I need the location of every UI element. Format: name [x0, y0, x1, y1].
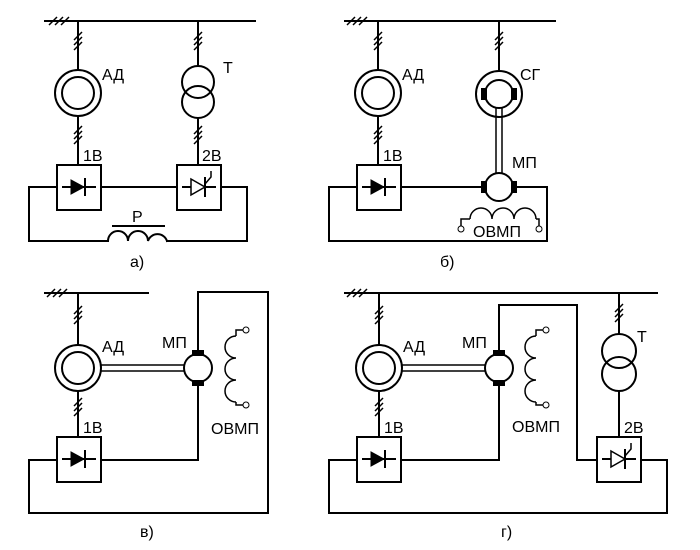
label-motor: АД: [102, 339, 124, 356]
label-rectifier-1v: 1В: [83, 420, 103, 437]
panel-b: АД СГ 1В МП ОВМП б): [328, 16, 556, 271]
field-winding-icon: [524, 326, 550, 409]
label-field-winding: ОВМП: [473, 224, 521, 241]
caption-g: г): [501, 524, 512, 541]
induction-motor-icon: [355, 344, 403, 392]
label-generator: СГ: [520, 67, 541, 84]
caption-a: а): [130, 254, 144, 271]
label-motor: АД: [402, 67, 424, 84]
label-converter-2v: 2В: [202, 148, 222, 165]
label-dc-machine: МП: [512, 155, 537, 172]
rectifier-1v-icon: [356, 436, 402, 483]
shaft: [495, 108, 503, 173]
field-winding-icon: [224, 326, 250, 409]
transformer-icon: [181, 65, 215, 119]
dc-machine-icon: [183, 349, 213, 387]
induction-motor-icon: [54, 344, 102, 392]
three-phase-mark: [48, 16, 70, 26]
three-phase-mark: [346, 16, 368, 26]
transformer-icon: [601, 333, 637, 392]
three-phase-mark: [346, 288, 368, 298]
thyristor-converter-2v-icon: [596, 436, 642, 483]
label-converter-2v: 2В: [624, 420, 644, 437]
label-dc-machine: МП: [462, 335, 487, 352]
induction-motor-icon: [54, 69, 102, 117]
panel-a: АД Т 1В 2В Р а): [28, 16, 256, 271]
label-rectifier-1v: 1В: [83, 148, 103, 165]
label-transformer: Т: [637, 329, 647, 346]
label-reactor: Р: [132, 209, 143, 226]
label-rectifier-1v: 1В: [383, 148, 403, 165]
label-motor: АД: [102, 67, 124, 84]
synchronous-generator-icon: [475, 70, 523, 118]
caption-b: б): [440, 254, 455, 271]
label-motor: АД: [403, 339, 425, 356]
thyristor-converter-2v-icon: [176, 164, 222, 211]
panel-g: АД МП Т 1В 2В ОВМП г): [328, 288, 668, 541]
label-rectifier-1v: 1В: [384, 420, 404, 437]
three-phase-mark: [46, 288, 68, 298]
label-field-winding: ОВМП: [211, 421, 259, 438]
induction-motor-icon: [354, 69, 402, 117]
label-transformer: Т: [223, 60, 233, 77]
shaft: [101, 364, 185, 372]
shaft: [402, 364, 486, 372]
dc-machine-icon: [480, 172, 518, 202]
rectifier-1v-icon: [356, 164, 402, 211]
rectifier-1v-icon: [56, 436, 102, 483]
rectifier-1v-icon: [56, 164, 102, 211]
label-dc-machine: МП: [162, 335, 187, 352]
field-winding-icon: [457, 207, 543, 233]
reactor-icon: [106, 225, 169, 243]
panel-v: АД МП 1В ОВМП в): [28, 288, 269, 541]
caption-v: в): [140, 524, 154, 541]
dc-machine-icon: [484, 349, 514, 387]
label-field-winding: ОВМП: [512, 419, 560, 436]
